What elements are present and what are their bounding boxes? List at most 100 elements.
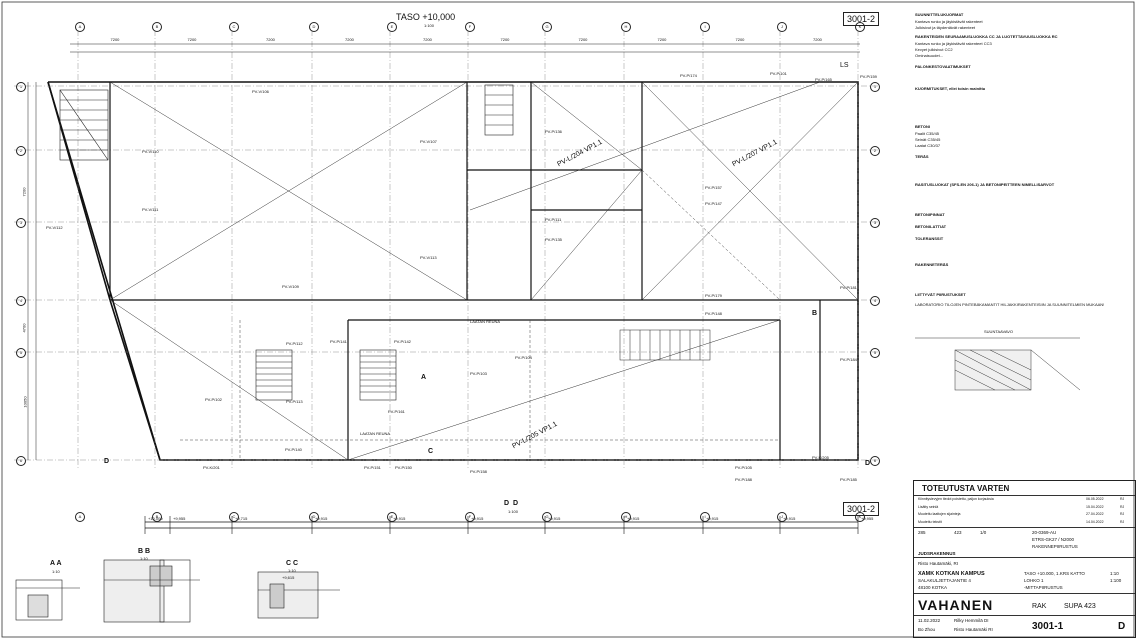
column-axis-B: B	[152, 512, 162, 522]
element-label[interactable]: PV-P/142	[394, 339, 411, 344]
detail-scale-cc: 1:10	[288, 568, 296, 573]
section-mark-d-left[interactable]: D	[104, 458, 110, 465]
element-label[interactable]: PV-P/159	[860, 74, 877, 79]
row-axis-3: 3	[870, 218, 880, 228]
row-axis-6: 6	[870, 456, 880, 466]
element-label[interactable]: PV-P/141	[330, 339, 347, 344]
column-axis-C: C	[229, 512, 239, 522]
row-axis-1: 1	[16, 82, 26, 92]
element-label[interactable]: PV-V/110	[142, 149, 159, 154]
notes-line: Kantava runko ja jäykistävät rakenteet	[915, 19, 983, 24]
element-label[interactable]: PV-P/111	[545, 217, 562, 222]
notes-heading-structsteel: RAKENNETERÄS	[915, 262, 949, 267]
element-label[interactable]: PV-P/112	[286, 341, 303, 346]
element-label[interactable]: PV-P/151	[364, 465, 381, 470]
element-label[interactable]: PV-K/201	[203, 465, 220, 470]
column-axis-D: D	[309, 512, 319, 522]
element-label[interactable]: PV-P/147	[705, 201, 722, 206]
section-mark-a[interactable]: A	[421, 374, 427, 381]
element-label[interactable]: PV-V/109	[282, 284, 299, 289]
general-notes: SUUNNITTELUKUORMAT Kantava runko ja jäyk…	[915, 12, 1130, 312]
tb-drawn-by: Rilky Hemmilä DI	[954, 618, 989, 623]
revision-mark: RJ	[1120, 497, 1125, 501]
element-label[interactable]: PV-P/140	[285, 447, 302, 452]
tb-coords: ETRS-GK27 / N2000	[1032, 537, 1075, 542]
tb-company-logo: VAHANEN	[918, 597, 994, 613]
revision-mark: RJ	[1120, 519, 1125, 524]
detail-scale-aa: 1:10	[52, 569, 60, 574]
tb-design-type: RAKENNEPIIRUSTUS	[1032, 544, 1078, 549]
suunta-detail	[915, 337, 1081, 391]
revision-text: Muutettu laattojen sijainteja	[918, 512, 961, 516]
column-axis-H: H	[621, 512, 631, 522]
element-label[interactable]: PV-K/205	[812, 455, 829, 460]
element-label[interactable]: PV-P/150	[395, 465, 412, 470]
dimension-text: 7200	[423, 37, 432, 42]
suunta-label: SUUNTAAVAVO	[984, 329, 1014, 334]
slab-edge-dashed	[180, 169, 781, 460]
tb-scale1: 1:10	[1110, 571, 1119, 576]
column-axis-K: K	[855, 512, 865, 522]
notes-line: Kevyet julkisivut CC2	[915, 47, 953, 52]
row-axis-3: 3	[16, 218, 26, 228]
tb-content2: LOHKO 1	[1024, 578, 1044, 583]
element-label[interactable]: PV-P/188	[735, 477, 752, 482]
element-label[interactable]: PV-P/185	[840, 477, 857, 482]
section-elevation: +9,715	[235, 516, 248, 521]
dimension-text: 7200	[266, 37, 275, 42]
notes-line: Laatat C30/37	[915, 143, 941, 148]
revision-text: Muutettu tekstit	[918, 519, 942, 524]
section-mark-b[interactable]: B	[812, 310, 818, 317]
detail-elev: +9,615	[282, 575, 295, 580]
tb-code-rak: RAK	[1032, 603, 1047, 610]
dimension-text: 7200	[500, 37, 510, 42]
element-label[interactable]: PV-P/165	[815, 77, 832, 82]
element-label[interactable]: PV-V/112	[46, 225, 63, 230]
element-label[interactable]: PV-P/104	[515, 355, 532, 360]
element-label[interactable]: PV-P/136	[545, 129, 562, 134]
element-label[interactable]: PV-P/181	[840, 285, 857, 290]
element-label[interactable]: PV-V/106	[252, 89, 269, 94]
tb-scale2: 1:100	[1110, 578, 1122, 583]
dimension-text: 7200	[110, 37, 120, 42]
element-label[interactable]: PV-P/158	[470, 469, 487, 474]
stair-top-left	[59, 89, 109, 161]
column-axis-F: F	[465, 22, 475, 32]
column-axis-A: A	[75, 22, 85, 32]
section-elevation: +9,915	[627, 516, 640, 521]
dimension-text: 7200	[813, 37, 822, 42]
column-axis-G: G	[542, 22, 552, 32]
element-label[interactable]: PV-P/103	[470, 371, 487, 376]
column-axis-E: E	[387, 22, 397, 32]
section-title-dd: D D	[504, 500, 518, 507]
section-mark-c[interactable]: C	[428, 448, 434, 455]
element-label[interactable]: PV-P/179	[705, 293, 722, 298]
element-label[interactable]: PV-P/161	[388, 409, 405, 414]
element-label[interactable]: PV-P/135	[545, 237, 562, 242]
element-label[interactable]: PV-P/102	[205, 397, 222, 402]
element-label[interactable]: PV-P/113	[286, 399, 303, 404]
element-label[interactable]: PV-P/101	[770, 71, 787, 76]
element-label[interactable]: PV-P/174	[680, 73, 697, 78]
detail-cc	[257, 571, 340, 619]
element-label[interactable]: LAATAN REUNA	[360, 431, 391, 436]
element-label[interactable]: PV-P/105	[735, 465, 752, 470]
element-label[interactable]: PV-P/184	[840, 357, 857, 362]
column-axis-K: K	[855, 22, 865, 32]
row-axis-2: 2	[16, 146, 26, 156]
element-label[interactable]: LS	[840, 62, 849, 69]
column-axis-F: F	[465, 512, 475, 522]
element-label[interactable]: PV-P/148	[705, 311, 722, 316]
element-label[interactable]: LAATAN REUNA	[470, 319, 501, 324]
tb-content1: TASO +10.000, 1.KRS KATTO	[1024, 571, 1085, 576]
element-label[interactable]: PV-V/113	[420, 255, 437, 260]
section-mark-d-right[interactable]: D	[865, 460, 871, 467]
section-elevation: +9,915	[471, 516, 484, 521]
element-label[interactable]: PV-V/107	[420, 139, 437, 144]
element-label[interactable]: PV-V/111	[142, 207, 159, 212]
tb-address1: SALAKULJETTAJANTIE 4	[918, 578, 971, 583]
column-axis-I: I	[700, 22, 710, 32]
dimension-text: 10050	[22, 396, 28, 408]
element-label[interactable]: PV-P/157	[705, 185, 722, 190]
tb-date: 11.02.2022	[918, 618, 941, 623]
